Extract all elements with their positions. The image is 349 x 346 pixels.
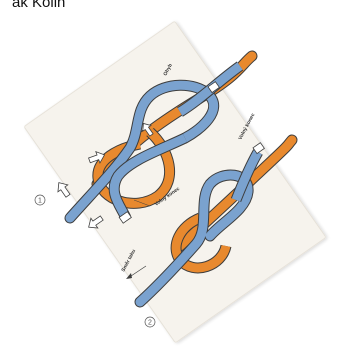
step1-label-free-end-leader <box>133 199 151 207</box>
step1-orange-end-cap <box>207 81 220 94</box>
step1-arrow-left <box>88 215 104 229</box>
step2-blue-end-cap <box>252 142 265 155</box>
step1-blue-free-strand <box>109 133 187 220</box>
step1-number-badge <box>34 194 46 206</box>
step2-blue-free-strand <box>231 149 262 202</box>
illustration-card <box>24 21 326 343</box>
step2-knot: 2 Volný konec Směr tahu <box>120 112 298 328</box>
step1-blue-end-cap <box>118 211 132 224</box>
step1-knot: 1 Ohyb Volný konec <box>34 50 258 229</box>
step1-arrow-bend <box>88 150 106 164</box>
step2-number: 2 <box>148 320 152 327</box>
step2-pull-arrow-head <box>126 273 132 279</box>
step1-blue-rope <box>65 80 219 223</box>
step1-arrow-up <box>57 182 71 198</box>
step1-arrow-inner <box>142 122 154 137</box>
page-caption: ak Kolin <box>12 0 66 11</box>
step1-number: 1 <box>38 198 42 205</box>
step1-label-bend: Ohyb <box>162 63 173 77</box>
step2-blue-rope <box>135 170 253 307</box>
step2-number-badge <box>144 316 156 328</box>
